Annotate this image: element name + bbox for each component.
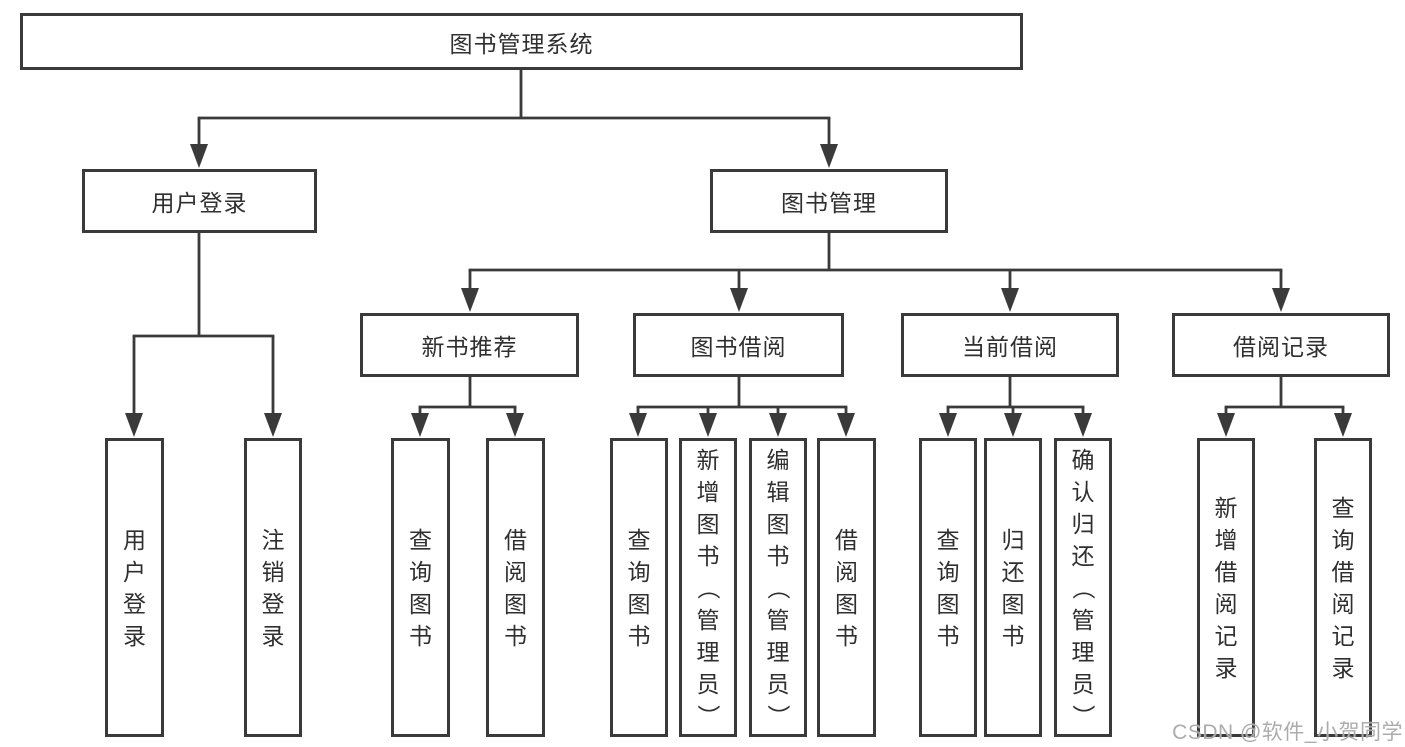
node-book-management: 图书管理	[710, 169, 948, 233]
leaf-confirm-return-admin: 确认归还（管理员）	[1054, 438, 1112, 737]
leaf-label: 查询图书	[936, 526, 960, 649]
node-label: 用户登录	[151, 190, 248, 216]
node-library-management-system: 图书管理系统	[20, 13, 1023, 70]
leaf-label: 查询图书	[409, 526, 432, 649]
leaf-label: 确认归还（管理员）	[1070, 446, 1096, 728]
leaf-edit-book-admin: 编辑图书（管理员）	[749, 438, 807, 737]
leaf-query-books-borrowing: 查询图书	[610, 438, 668, 737]
node-new-book-recommend: 新书推荐	[360, 313, 579, 377]
leaf-return-books: 归还图书	[984, 438, 1042, 737]
leaf-label: 编辑图书（管理员）	[765, 446, 791, 728]
leaf-query-books-recommend: 查询图书	[391, 438, 450, 737]
node-label: 新书推荐	[421, 334, 518, 360]
leaf-add-book-admin: 新增图书（管理员）	[679, 438, 737, 737]
leaf-label: 新增借阅记录	[1214, 494, 1238, 681]
leaf-query-books-current: 查询图书	[919, 438, 977, 737]
leaf-label: 借阅图书	[504, 526, 527, 649]
csdn-watermark: CSDN @软件_小贺同学	[1172, 721, 1403, 744]
node-label: 图书管理系统	[449, 30, 594, 57]
node-label: 当前借阅	[962, 334, 1058, 360]
leaf-borrow-books-borrowing: 借阅图书	[817, 438, 876, 737]
node-borrowing-records: 借阅记录	[1172, 313, 1390, 377]
leaf-label: 注销登录	[261, 526, 285, 649]
leaf-user-login: 用户登录	[105, 438, 164, 737]
leaf-query-borrow-record: 查询借阅记录	[1314, 438, 1372, 737]
leaf-add-borrow-record: 新增借阅记录	[1197, 438, 1255, 737]
leaf-label: 查询借阅记录	[1331, 494, 1355, 681]
leaf-logout: 注销登录	[244, 438, 302, 737]
leaf-label: 新增图书（管理员）	[695, 446, 721, 728]
leaf-label: 借阅图书	[835, 526, 858, 649]
node-label: 图书管理	[781, 190, 877, 216]
node-user-login: 用户登录	[82, 169, 317, 233]
leaf-borrow-books-recommend: 借阅图书	[486, 438, 545, 737]
node-book-borrowing: 图书借阅	[633, 313, 844, 377]
leaf-label: 归还图书	[1001, 526, 1025, 649]
leaf-label: 用户登录	[123, 526, 146, 649]
node-current-borrowing: 当前借阅	[901, 313, 1119, 377]
node-label: 借阅记录	[1233, 334, 1329, 360]
leaf-label: 查询图书	[627, 526, 651, 649]
node-label: 图书借阅	[690, 334, 787, 360]
